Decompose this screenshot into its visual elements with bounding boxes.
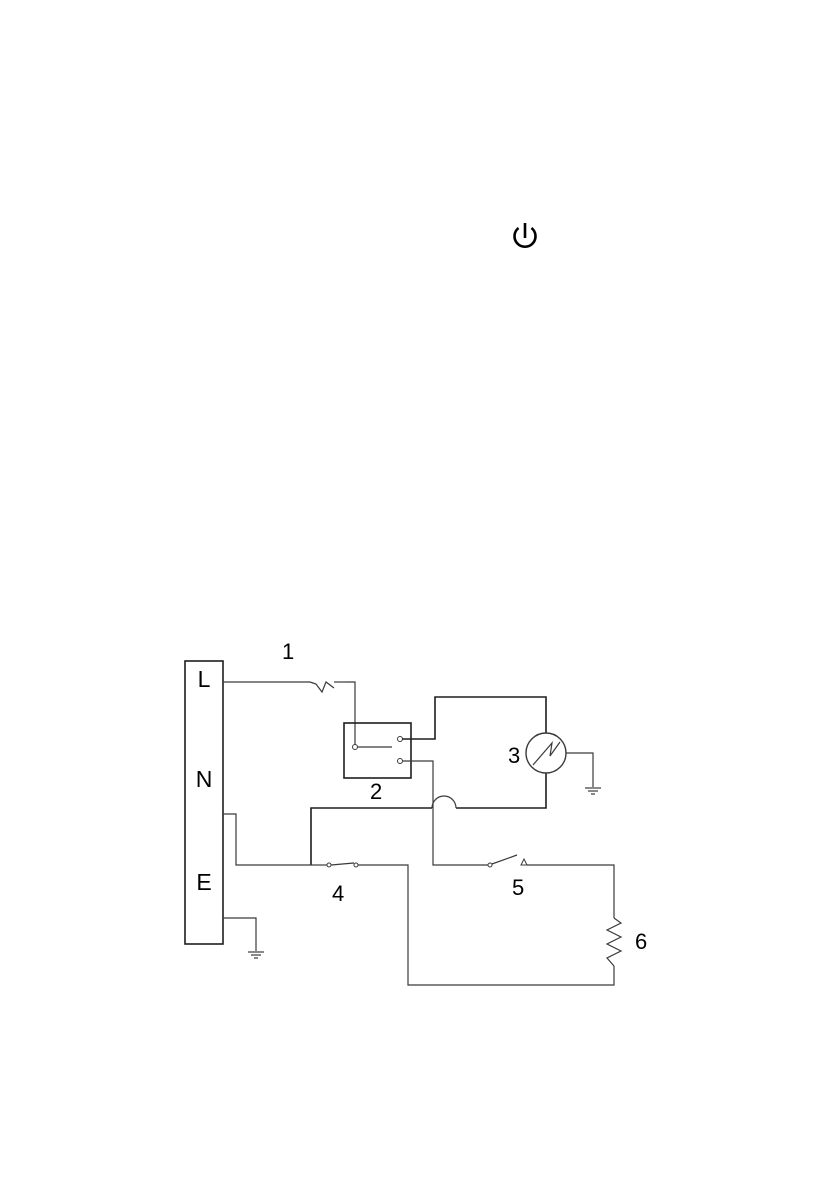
component-label-5: 5 bbox=[512, 875, 524, 900]
switch-terminal bbox=[327, 863, 331, 867]
component-label-6: 6 bbox=[635, 929, 647, 954]
wire-relay-compressor bbox=[402, 697, 546, 808]
relay-terminal bbox=[398, 737, 403, 742]
switch-terminal bbox=[521, 859, 527, 865]
component-label-3: 3 bbox=[508, 743, 520, 768]
wire-relay-thermostat bbox=[402, 761, 488, 865]
heater-resistor-symbol bbox=[607, 918, 621, 966]
component-label-1: 1 bbox=[282, 639, 294, 664]
thermostat-blade bbox=[492, 855, 517, 864]
wire-fuse-to-relay bbox=[346, 682, 355, 747]
wire-door-heater bbox=[358, 865, 614, 985]
switch-terminal bbox=[354, 863, 358, 867]
terminal-block bbox=[185, 661, 223, 944]
ground-icon bbox=[248, 952, 264, 958]
wire-crossover bbox=[432, 796, 456, 808]
door-switch-blade bbox=[331, 863, 354, 865]
relay-terminal bbox=[398, 759, 403, 764]
wire-n-bus bbox=[311, 808, 432, 865]
ground-icon bbox=[585, 788, 601, 794]
terminal-label-l: L bbox=[198, 666, 211, 692]
component-label-4: 4 bbox=[332, 881, 344, 906]
component-label-2: 2 bbox=[370, 779, 382, 804]
thermal-fuse-symbol bbox=[310, 682, 346, 692]
power-icon bbox=[515, 223, 536, 247]
terminal-label-e: E bbox=[196, 869, 211, 895]
relay-box bbox=[344, 723, 411, 778]
wire-n bbox=[223, 814, 311, 865]
wire-thermostat-heater bbox=[527, 865, 614, 918]
compressor-symbol bbox=[526, 733, 566, 773]
wire-compressor-ground bbox=[566, 753, 593, 787]
switch-terminal bbox=[488, 863, 492, 867]
wire-e bbox=[223, 918, 256, 951]
terminal-label-n: N bbox=[196, 766, 213, 792]
relay-terminal bbox=[353, 745, 358, 750]
